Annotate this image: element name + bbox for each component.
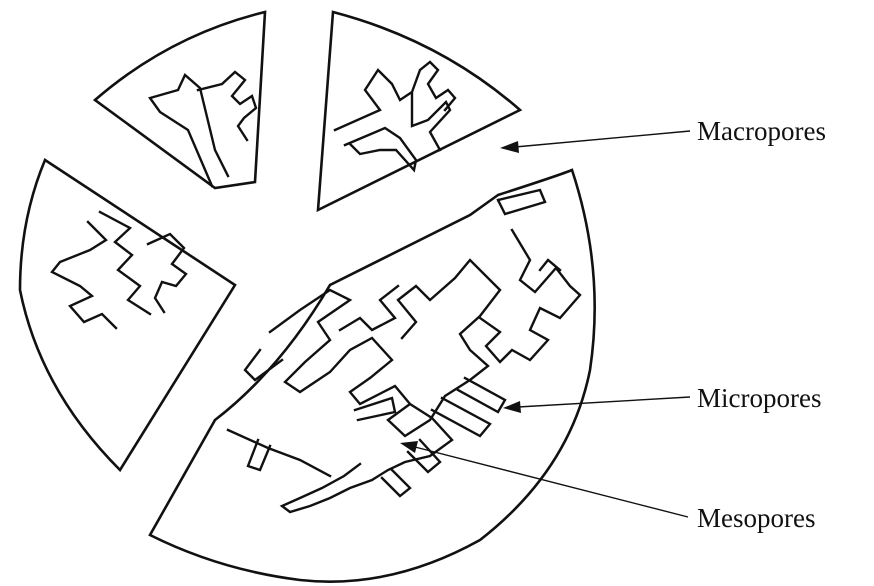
- macropores-leader: [500, 131, 690, 153]
- label-mesopores: Mesopores: [697, 505, 815, 532]
- fragment-lower-right: [150, 170, 595, 582]
- label-micropores: Micropores: [697, 385, 821, 412]
- fragment-top-left: [95, 12, 265, 188]
- fragment-top-right: [318, 12, 520, 210]
- label-macropores: Macropores: [697, 118, 826, 145]
- fragment-left: [20, 160, 235, 470]
